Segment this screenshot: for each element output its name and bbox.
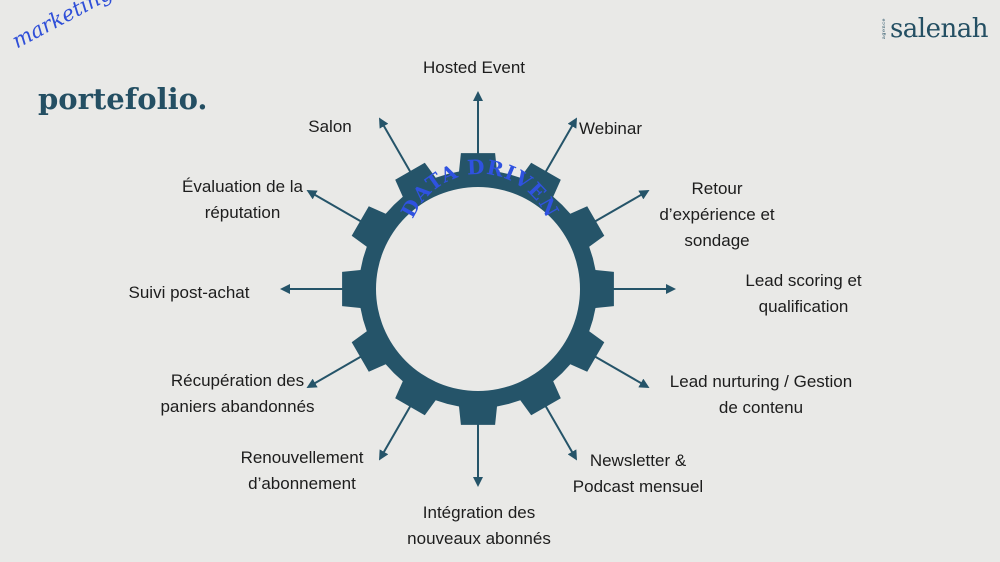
arrow-salon [379,117,413,176]
node-label-hosted-event: Hosted Event [422,58,526,77]
arrow-lead-nurturing [591,354,650,388]
center-text: DATA DRIVEN [396,155,564,222]
arrow-webinar [543,117,577,176]
node-label-webinar: Webinar [579,119,642,138]
node-label-lead-nurturing: Lead nurturing / Gestion de contenu [669,372,853,417]
gear-shape [342,153,614,425]
node-label-renouvellement: Renouvellement d’abonnement [240,448,364,493]
brand-small-text: agence [880,18,887,40]
node-label-newsletter: Newsletter & Podcast mensuel [572,451,704,496]
arrow-recuperation [306,354,365,388]
page-title: portefolio. [38,82,208,116]
brand-name: salenah [889,14,989,44]
brand-logo: agence salenah [880,14,989,44]
node-label-retour-experience: Retour d’expérience et sondage [659,179,775,250]
node-label-lead-scoring: Lead scoring et qualification [745,271,862,316]
arrow-evaluation [306,190,365,224]
node-label-salon: Salon [308,117,352,136]
node-label-recuperation: Récupération des paniers abandonnés [160,371,315,416]
node-label-integration: Intégration des nouveaux abonnés [407,503,551,548]
arrow-retour [591,190,650,224]
node-label-suivi: Suivi post-achat [128,283,250,302]
center-text-path: DATA DRIVEN [396,155,563,222]
arrow-renouvellement [379,402,413,461]
arrow-newsletter [543,402,577,461]
node-label-evaluation: Évaluation de la réputation [182,177,303,222]
